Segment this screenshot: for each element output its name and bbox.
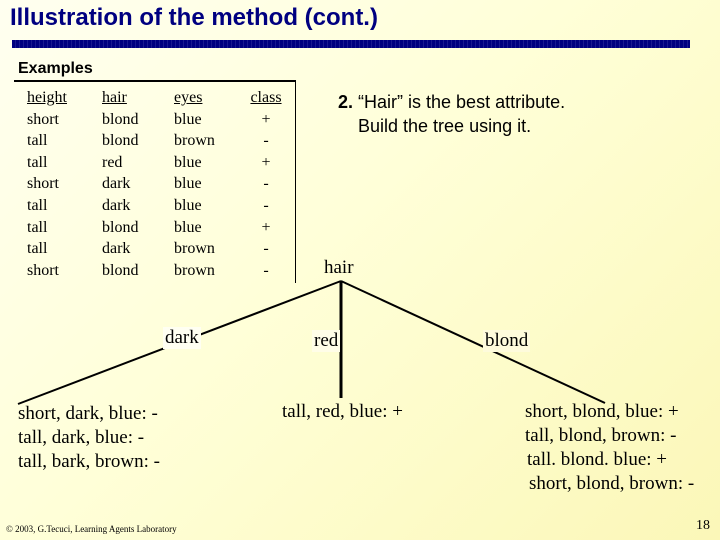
- height-cell: tall: [27, 196, 48, 214]
- eyes-cell: blue: [174, 153, 202, 171]
- class-cell: -: [263, 240, 269, 258]
- leaf-dark-examples: short, dark, blue: - tall, dark, blue: -…: [18, 402, 160, 474]
- table-header-row: height hair eyes class: [27, 87, 286, 109]
- eyes-cell: blue: [174, 175, 202, 193]
- eyes-cell: brown: [174, 240, 215, 258]
- leaf-example: tall, red, blue: +: [282, 401, 403, 422]
- hair-cell: blond: [102, 218, 139, 236]
- table-row: tall red blue +: [27, 152, 286, 174]
- leaf-example: tall. blond. blue: +: [527, 449, 668, 470]
- hair-cell: red: [102, 153, 123, 171]
- branch-label-dark: dark: [163, 327, 201, 349]
- class-cell: -: [263, 196, 269, 214]
- note-line-2: Build the tree using it.: [358, 116, 532, 136]
- note-line-1: “Hair” is the best attribute.: [358, 92, 566, 112]
- leaf-example: short, blond, blue: +: [525, 401, 679, 422]
- table-row: short blond brown -: [27, 260, 286, 282]
- class-cell: -: [263, 261, 269, 279]
- column-header-eyes: eyes: [174, 89, 203, 106]
- leaf-example: tall, dark, blue: -: [18, 427, 145, 448]
- edge-to-blond: [340, 280, 606, 404]
- examples-label: Examples: [18, 60, 93, 77]
- eyes-cell: blue: [174, 110, 202, 128]
- height-cell: short: [27, 110, 59, 128]
- eyes-cell: brown: [174, 132, 215, 150]
- table-row: tall blond blue +: [27, 217, 286, 239]
- branch-label-red: red: [312, 330, 341, 352]
- examples-table: height hair eyes class short blond blue + tall bl…: [27, 87, 286, 281]
- column-header-class: class: [250, 89, 282, 106]
- page-number: 18: [696, 518, 710, 533]
- tree-root-node: hair: [324, 257, 354, 278]
- height-cell: tall: [27, 132, 48, 150]
- note-number: 2.: [338, 92, 354, 112]
- height-cell: short: [27, 175, 59, 193]
- slide-title: Illustration of the method (cont.): [10, 4, 378, 31]
- attribute-note: 2. “Hair” is the best attribute. Build t…: [338, 90, 668, 138]
- table-row: tall blond brown -: [27, 130, 286, 152]
- table-row: tall dark blue -: [27, 195, 286, 217]
- height-cell: tall: [27, 218, 48, 236]
- leaf-red-examples: tall, red, blue: +: [282, 400, 403, 424]
- hair-cell: blond: [102, 132, 139, 150]
- eyes-cell: brown: [174, 261, 215, 279]
- class-cell: -: [263, 132, 269, 150]
- table-row: tall dark brown -: [27, 238, 286, 260]
- column-header-hair: hair: [102, 89, 127, 106]
- eyes-cell: blue: [174, 218, 202, 236]
- hair-cell: blond: [102, 110, 139, 128]
- examples-table-frame: [14, 80, 296, 283]
- footer-copyright: © 2003, G.Tecuci, Learning Agents Labora…: [6, 524, 177, 534]
- leaf-example: short, dark, blue: -: [18, 403, 158, 424]
- hair-cell: blond: [102, 261, 139, 279]
- leaf-example: tall, bark, brown: -: [18, 451, 160, 472]
- eyes-cell: blue: [174, 196, 202, 214]
- class-cell: +: [261, 110, 271, 128]
- class-cell: +: [261, 218, 271, 236]
- leaf-example: tall, blond, brown: -: [525, 425, 677, 446]
- height-cell: tall: [27, 240, 48, 258]
- leaf-blond-examples: short, blond, blue: + tall, blond, brown…: [525, 400, 694, 496]
- height-cell: tall: [27, 153, 48, 171]
- column-header-height: height: [27, 89, 67, 106]
- height-cell: short: [27, 261, 59, 279]
- class-cell: -: [263, 175, 269, 193]
- table-row: short dark blue -: [27, 173, 286, 195]
- title-underline: [12, 40, 690, 48]
- branch-label-blond: blond: [483, 330, 531, 352]
- hair-cell: dark: [102, 240, 131, 258]
- table-row: short blond blue +: [27, 109, 286, 131]
- class-cell: +: [261, 153, 271, 171]
- leaf-example: short, blond, brown: -: [529, 473, 695, 494]
- hair-cell: dark: [102, 175, 131, 193]
- hair-cell: dark: [102, 196, 131, 214]
